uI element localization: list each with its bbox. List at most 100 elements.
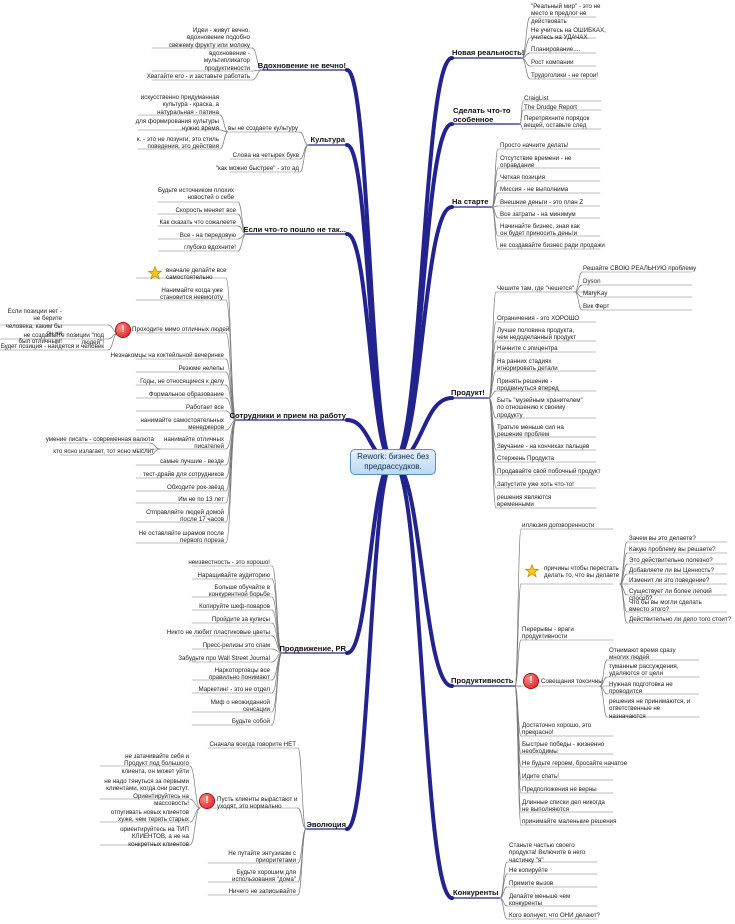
node-pr5[interactable]: Пройдите за кулисы [211,616,270,623]
node-e-lists[interactable]: Длинные списки дел никогда не выполняютс… [522,799,605,814]
node-em3[interactable]: Нужная подготовка не проводится [609,681,673,696]
node-e-est[interactable]: Предположения не верны [522,786,597,793]
node-s-writers[interactable]: нанимайте отличных писателей [163,436,224,451]
node-p5[interactable]: Принять решение - продвинуться вперед [497,378,559,393]
node-p7[interactable]: Тратьте меньше сил на решение проблем [497,424,564,439]
node-s1[interactable]: Незнакомцы на коктейльной вечеринке [110,352,224,359]
node-nr2[interactable]: Не учитесь на ОШИБКАХ, учитесь на УДАЧАХ [531,27,606,42]
node-st7[interactable]: Начинайте бизнес, зная как он будет прин… [500,223,580,238]
node-sp3[interactable]: Будет позиция - найдется и человек [0,343,104,350]
node-ev2[interactable]: Будьте хорошим для использования "дома" [232,869,296,884]
node-p3[interactable]: Начните с эпицентра [497,345,558,352]
node-pr7[interactable]: Пресс-релизы это спам [202,642,270,649]
node-nr1[interactable]: "Реальный мир" - это не место в предлог … [531,3,601,25]
node-e-hero[interactable]: Не будьте героем, бросайте начатое [522,760,628,767]
node-pc3[interactable]: MaryKay [583,290,608,297]
node-s-pass[interactable]: Проходите мимо отличных людей [132,326,230,333]
node-ev0[interactable]: Сначала всегда говорите НЕТ [209,741,296,748]
node-sw2[interactable]: кто ясно излагает, тот ясно мыслит [53,448,154,455]
node-c3[interactable]: Примите вызов [509,880,554,887]
node-p10[interactable]: Продавайте свой побочный продукт [497,468,601,475]
node-s9[interactable]: Обходите рок-звёзд [167,484,224,491]
node-e-ill[interactable]: иллюзия договоренности [522,522,595,529]
node-s12[interactable]: Не оставляйте шрамов после первого порез… [138,530,224,545]
node-pr3[interactable]: Больше обучайте в конкурентной борьбе [208,584,270,599]
node-er2[interactable]: Какую проблему вы решаете? [629,546,716,553]
node-p-chesh[interactable]: Чешите там, где "чешется" [497,285,575,292]
node-nr5[interactable]: Трудоголики - не герои! [531,72,599,79]
node-so1[interactable]: CraigList [524,95,549,102]
node-pc1[interactable]: Решайте СВОЮ РЕАЛЬНУЮ проблему [583,265,697,272]
branch-staff[interactable]: Сотрудники и прием на работу [229,411,346,420]
node-cu3[interactable]: к. - это не лозунги, это стиль поведения… [136,136,219,151]
node-pc2[interactable]: Dyson [583,278,601,285]
node-cu-you[interactable]: вы не создаете культуру [228,125,298,132]
node-s-hire[interactable]: Нанимайте когда уже становится невмоготу [159,287,223,302]
node-p12[interactable]: решения являются временными [497,494,552,509]
node-e-breaks[interactable]: Перерывы - враги продуктивности [522,626,574,641]
branch-wrong[interactable]: Если что-то пошло не так... [243,225,346,234]
node-e-quick[interactable]: Быстрые победы - жизненно необходимы [522,741,605,756]
node-w4[interactable]: Все - на передовую [179,232,236,239]
node-st3[interactable]: Четкая позиция [500,174,545,181]
node-s5[interactable]: Работает все [186,404,224,411]
node-p1[interactable]: Ограничения - это ХОРОШО [497,315,580,322]
node-w1[interactable]: Будьте источником плохих новостей о себе [157,187,234,202]
node-cu4[interactable]: Слова на четырех букв [232,152,299,159]
node-eg3[interactable]: отпугивать новых клиентов хуже, чем теря… [110,809,189,824]
node-pc4[interactable]: Вик Ферт [583,303,610,310]
node-ev-grow[interactable]: Пусть клиенты вырастают и уходят, это но… [217,796,298,811]
node-er8[interactable]: Действительно ли дело того стоит? [629,616,732,623]
node-er1[interactable]: Зачем вы это делаете? [629,535,696,542]
node-p4[interactable]: На ранних стадиях игнорировать детали [497,358,558,373]
branch-start[interactable]: На старте [452,197,489,206]
node-em4[interactable]: решения не принимаются, и ответственные … [609,698,691,720]
node-s6[interactable]: нанимайте самостоятельных менеджеров [140,417,224,432]
node-p6[interactable]: Быть "музейным хранителем" по отношению … [497,397,583,419]
node-p8[interactable]: Звучание - на кончиках пальцев [497,443,590,450]
node-pr9[interactable]: Наркоторговцы все правильно понимают [208,667,270,682]
node-pr8[interactable]: Забудьте про Wall Street Journal [178,655,270,662]
node-sw1[interactable]: умение писать - современная валюта [45,436,154,443]
node-i3[interactable]: Хватайте его - и заставьте работать [146,73,250,80]
node-pr6[interactable]: Никто не любит пластиковые цветы [166,629,270,636]
branch-product[interactable]: Продукт! [451,388,485,397]
node-s2[interactable]: Резюме нелепы [178,365,224,372]
node-pr4[interactable]: Копируйте шеф-поваров [199,603,270,610]
node-eg2[interactable]: не надо тянуться за первыми клиентами, к… [104,778,189,808]
node-s4[interactable]: Формальное образование [148,391,224,398]
node-nr4[interactable]: Рост компании [531,59,574,66]
node-e-meet[interactable]: Совещания токсичны [541,678,603,685]
branch-new-reality[interactable]: Новая реальность! [452,48,525,57]
node-e-small[interactable]: принимайте маленькие решения [522,818,617,825]
node-er7[interactable]: Что бы вы могли сделать вместо этого? [629,599,702,614]
node-pr10[interactable]: Маркетинг - это не отдел [198,686,271,693]
node-p9[interactable]: Стержень Продукта [497,455,554,462]
node-w5[interactable]: глубоко вдохните! [184,244,236,251]
node-w2[interactable]: Скорость меняет все [175,207,236,214]
node-em1[interactable]: Отнимают время сразу многих людей [609,647,676,662]
node-s8[interactable]: тест-драйв для сотрудников [143,471,224,478]
node-sp2[interactable]: не создавайте позиции "под людей"! [23,332,104,347]
branch-productivity[interactable]: Продуктивность [451,676,514,685]
node-ev1[interactable]: Не путайте энтузиазм с приоритетами [228,850,296,865]
node-cu5[interactable]: "как можно быстрее" - это ад [215,165,299,172]
node-s11[interactable]: Отправляйте людей домой после 17 часов [146,509,224,524]
node-w3[interactable]: Как сказать что сожалеете [159,219,236,226]
node-eg1[interactable]: не затачивайте себя и Продукт под большо… [121,753,189,775]
node-s-first[interactable]: вначале делайте все самостоятельно [166,267,227,282]
node-er6[interactable]: Существует ли более легкий способ? [629,588,712,603]
node-er4[interactable]: Добавляете ли вы Ценность? [629,567,714,574]
node-st4[interactable]: Миссия - не выполнима [500,186,569,193]
node-st8[interactable]: не создавайте бизнес ради продажи [500,242,605,249]
branch-evolution[interactable]: Эволюция [306,820,347,829]
node-e-reasons[interactable]: причины чтобы перестать делать то, что в… [544,565,620,580]
node-st5[interactable]: Внешние деньги - это план Z [500,199,584,206]
node-nr3[interactable]: Планирование.... [531,46,581,53]
node-st2[interactable]: Отсутствие времени - не оправдание [500,155,572,170]
node-c4[interactable]: Делайте меньше чем конкуренты [509,893,571,908]
node-s10[interactable]: Им не по 13 лет [178,496,224,503]
node-st6[interactable]: Все затраты - на минимум [500,211,576,218]
node-i1[interactable]: Идеи - живут вечно, вдохновение подобно … [168,27,250,49]
node-p11[interactable]: Запустите уже хоть что-то! [497,481,574,488]
